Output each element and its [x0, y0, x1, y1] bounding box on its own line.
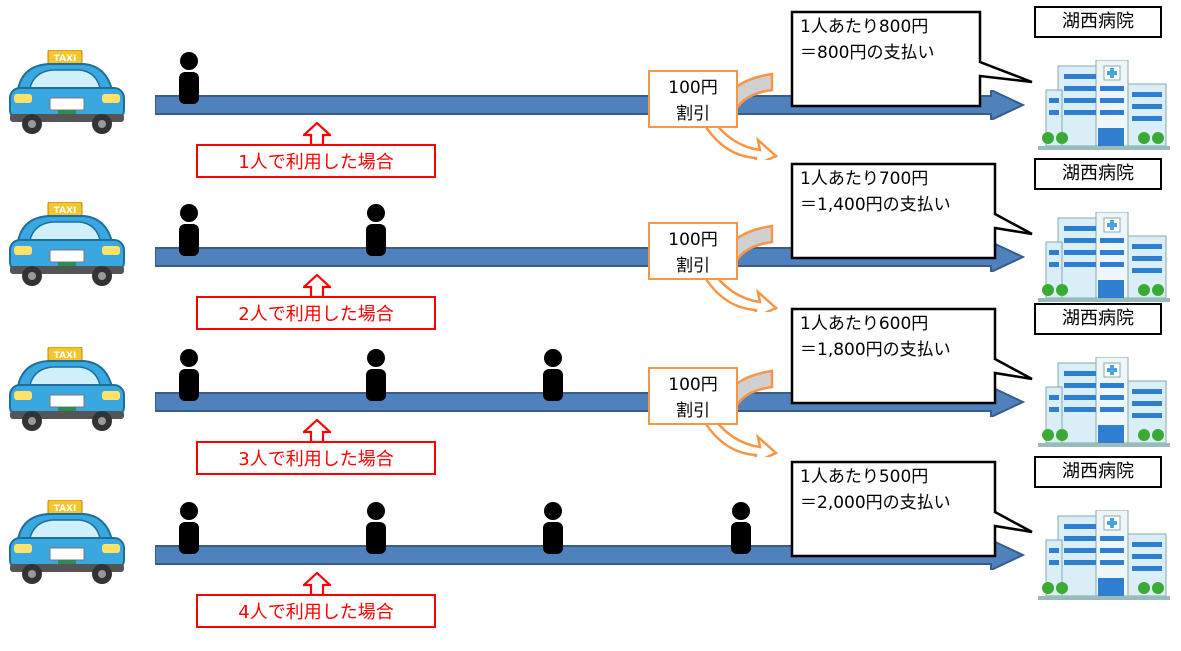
person-icon: [366, 349, 386, 401]
up-arrow-icon: [303, 274, 331, 298]
scenario-row-4: TAXI 湖西病院 1: [0, 456, 1181, 650]
fare-text: 1人あたり800円 ＝800円の支払い: [800, 14, 980, 66]
hospital-icon: [1038, 510, 1170, 600]
person-icon: [543, 502, 563, 554]
hospital-icon: [1038, 212, 1170, 302]
total-payment: ＝1,400円の支払い: [800, 195, 951, 215]
hospital-name-label: 湖西病院: [1034, 158, 1162, 190]
scenario-caption: 1人で利用した場合: [196, 144, 436, 178]
scenario-row-1: TAXI 湖西病院 1人あたり800円: [0, 6, 1181, 200]
per-person-fare: 1人あたり500円: [800, 467, 929, 487]
person-icon: [543, 349, 563, 401]
hospital-name-label: 湖西病院: [1034, 456, 1162, 488]
svg-text:TAXI: TAXI: [54, 504, 77, 514]
scenario-row-2: TAXI 湖西病院 1人あたり70: [0, 158, 1181, 352]
svg-text:TAXI: TAXI: [54, 206, 77, 216]
per-person-fare: 1人あたり700円: [800, 169, 929, 189]
person-icon: [179, 52, 199, 104]
up-arrow-icon: [303, 419, 331, 443]
total-payment: ＝2,000円の支払い: [800, 493, 951, 513]
discount-amount: 100円: [668, 230, 718, 250]
fare-text: 1人あたり600円 ＝1,800円の支払い: [800, 311, 980, 363]
discount-label: 100円 割引: [648, 222, 738, 280]
person-icon: [179, 349, 199, 401]
discount-text: 割引: [676, 401, 710, 421]
discount-label: 100円 割引: [648, 70, 738, 128]
speech-bubble: [790, 307, 1033, 405]
up-arrow-icon: [303, 122, 331, 146]
discount-text: 割引: [676, 256, 710, 276]
svg-text:TAXI: TAXI: [54, 54, 77, 64]
fare-text: 1人あたり500円 ＝2,000円の支払い: [800, 464, 980, 516]
scenario-caption: 3人で利用した場合: [196, 441, 436, 475]
svg-text:TAXI: TAXI: [54, 351, 77, 361]
person-icon: [366, 502, 386, 554]
discount-text: 割引: [676, 104, 710, 124]
scenario-caption: 2人で利用した場合: [196, 296, 436, 330]
hospital-name-label: 湖西病院: [1034, 303, 1162, 335]
scenario-caption: 4人で利用した場合: [196, 594, 436, 628]
taxi-icon: TAXI: [9, 500, 125, 584]
total-payment: ＝1,800円の支払い: [800, 340, 951, 360]
fare-text: 1人あたり700円 ＝1,400円の支払い: [800, 166, 980, 218]
taxi-icon: TAXI: [9, 347, 125, 431]
discount-label: 100円 割引: [648, 367, 738, 425]
up-arrow-icon: [303, 572, 331, 596]
discount-amount: 100円: [668, 375, 718, 395]
speech-bubble: [790, 162, 1033, 260]
speech-bubble: [790, 460, 1033, 558]
person-icon: [179, 502, 199, 554]
person-icon: [366, 204, 386, 256]
person-icon: [731, 502, 751, 554]
discount-amount: 100円: [668, 78, 718, 98]
scenario-row-3: TAXI 湖西病院 1人あた: [0, 303, 1181, 497]
hospital-name-label: 湖西病院: [1034, 6, 1162, 38]
taxi-icon: TAXI: [9, 50, 125, 134]
person-icon: [179, 204, 199, 256]
taxi-icon: TAXI: [9, 202, 125, 286]
speech-bubble: [790, 10, 1033, 108]
per-person-fare: 1人あたり600円: [800, 314, 929, 334]
hospital-icon: [1038, 357, 1170, 447]
hospital-icon: [1038, 60, 1170, 150]
per-person-fare: 1人あたり800円: [800, 17, 929, 37]
total-payment: ＝800円の支払い: [800, 43, 935, 63]
